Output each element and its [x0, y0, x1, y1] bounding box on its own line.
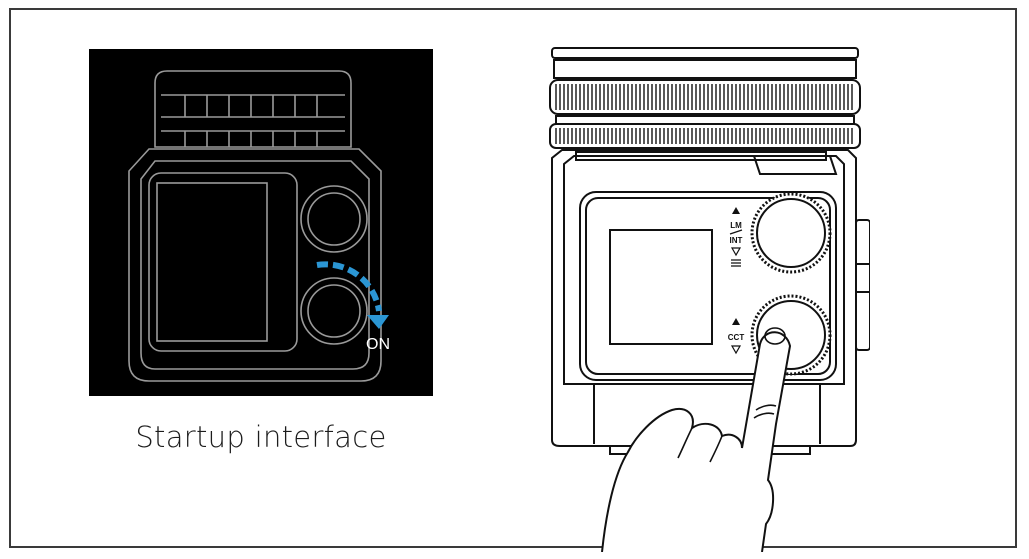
startup-interface-drawing: ON — [128, 70, 390, 382]
arrow-head — [367, 315, 389, 329]
body-outline — [128, 148, 382, 382]
screen-bezel — [148, 172, 298, 352]
screen — [156, 182, 268, 342]
startup-interface-panel: ON — [89, 49, 433, 396]
down-arrow-icon — [730, 247, 742, 257]
grip-ring-lower — [549, 123, 861, 149]
fingernail — [764, 327, 786, 345]
rotation-arrow — [316, 261, 382, 312]
top-ring-cap — [551, 47, 859, 59]
control-panel — [579, 191, 837, 381]
top-slot — [752, 155, 838, 175]
on-label: ON — [366, 336, 390, 353]
side-mount — [855, 219, 870, 351]
menu-icon — [731, 259, 741, 267]
upper-knob — [300, 185, 368, 253]
up-arrow-icon — [732, 318, 740, 325]
device-illustration: LM INT CCT — [549, 47, 870, 552]
device-screen — [609, 229, 713, 345]
startup-interface-caption: Startup interface — [135, 420, 387, 454]
grip-ring-upper — [549, 79, 861, 115]
upper-dial-bottom-label: INT — [730, 236, 743, 245]
upper-dial-top-label: LM — [730, 221, 742, 230]
up-arrow-icon — [732, 207, 740, 214]
device-body — [551, 149, 857, 447]
lower-knob — [300, 277, 368, 345]
heat-sink-outline — [154, 70, 352, 148]
down-arrow-icon — [730, 345, 742, 355]
lower-dial-label: CCT — [728, 333, 745, 342]
pointing-hand — [601, 331, 792, 552]
